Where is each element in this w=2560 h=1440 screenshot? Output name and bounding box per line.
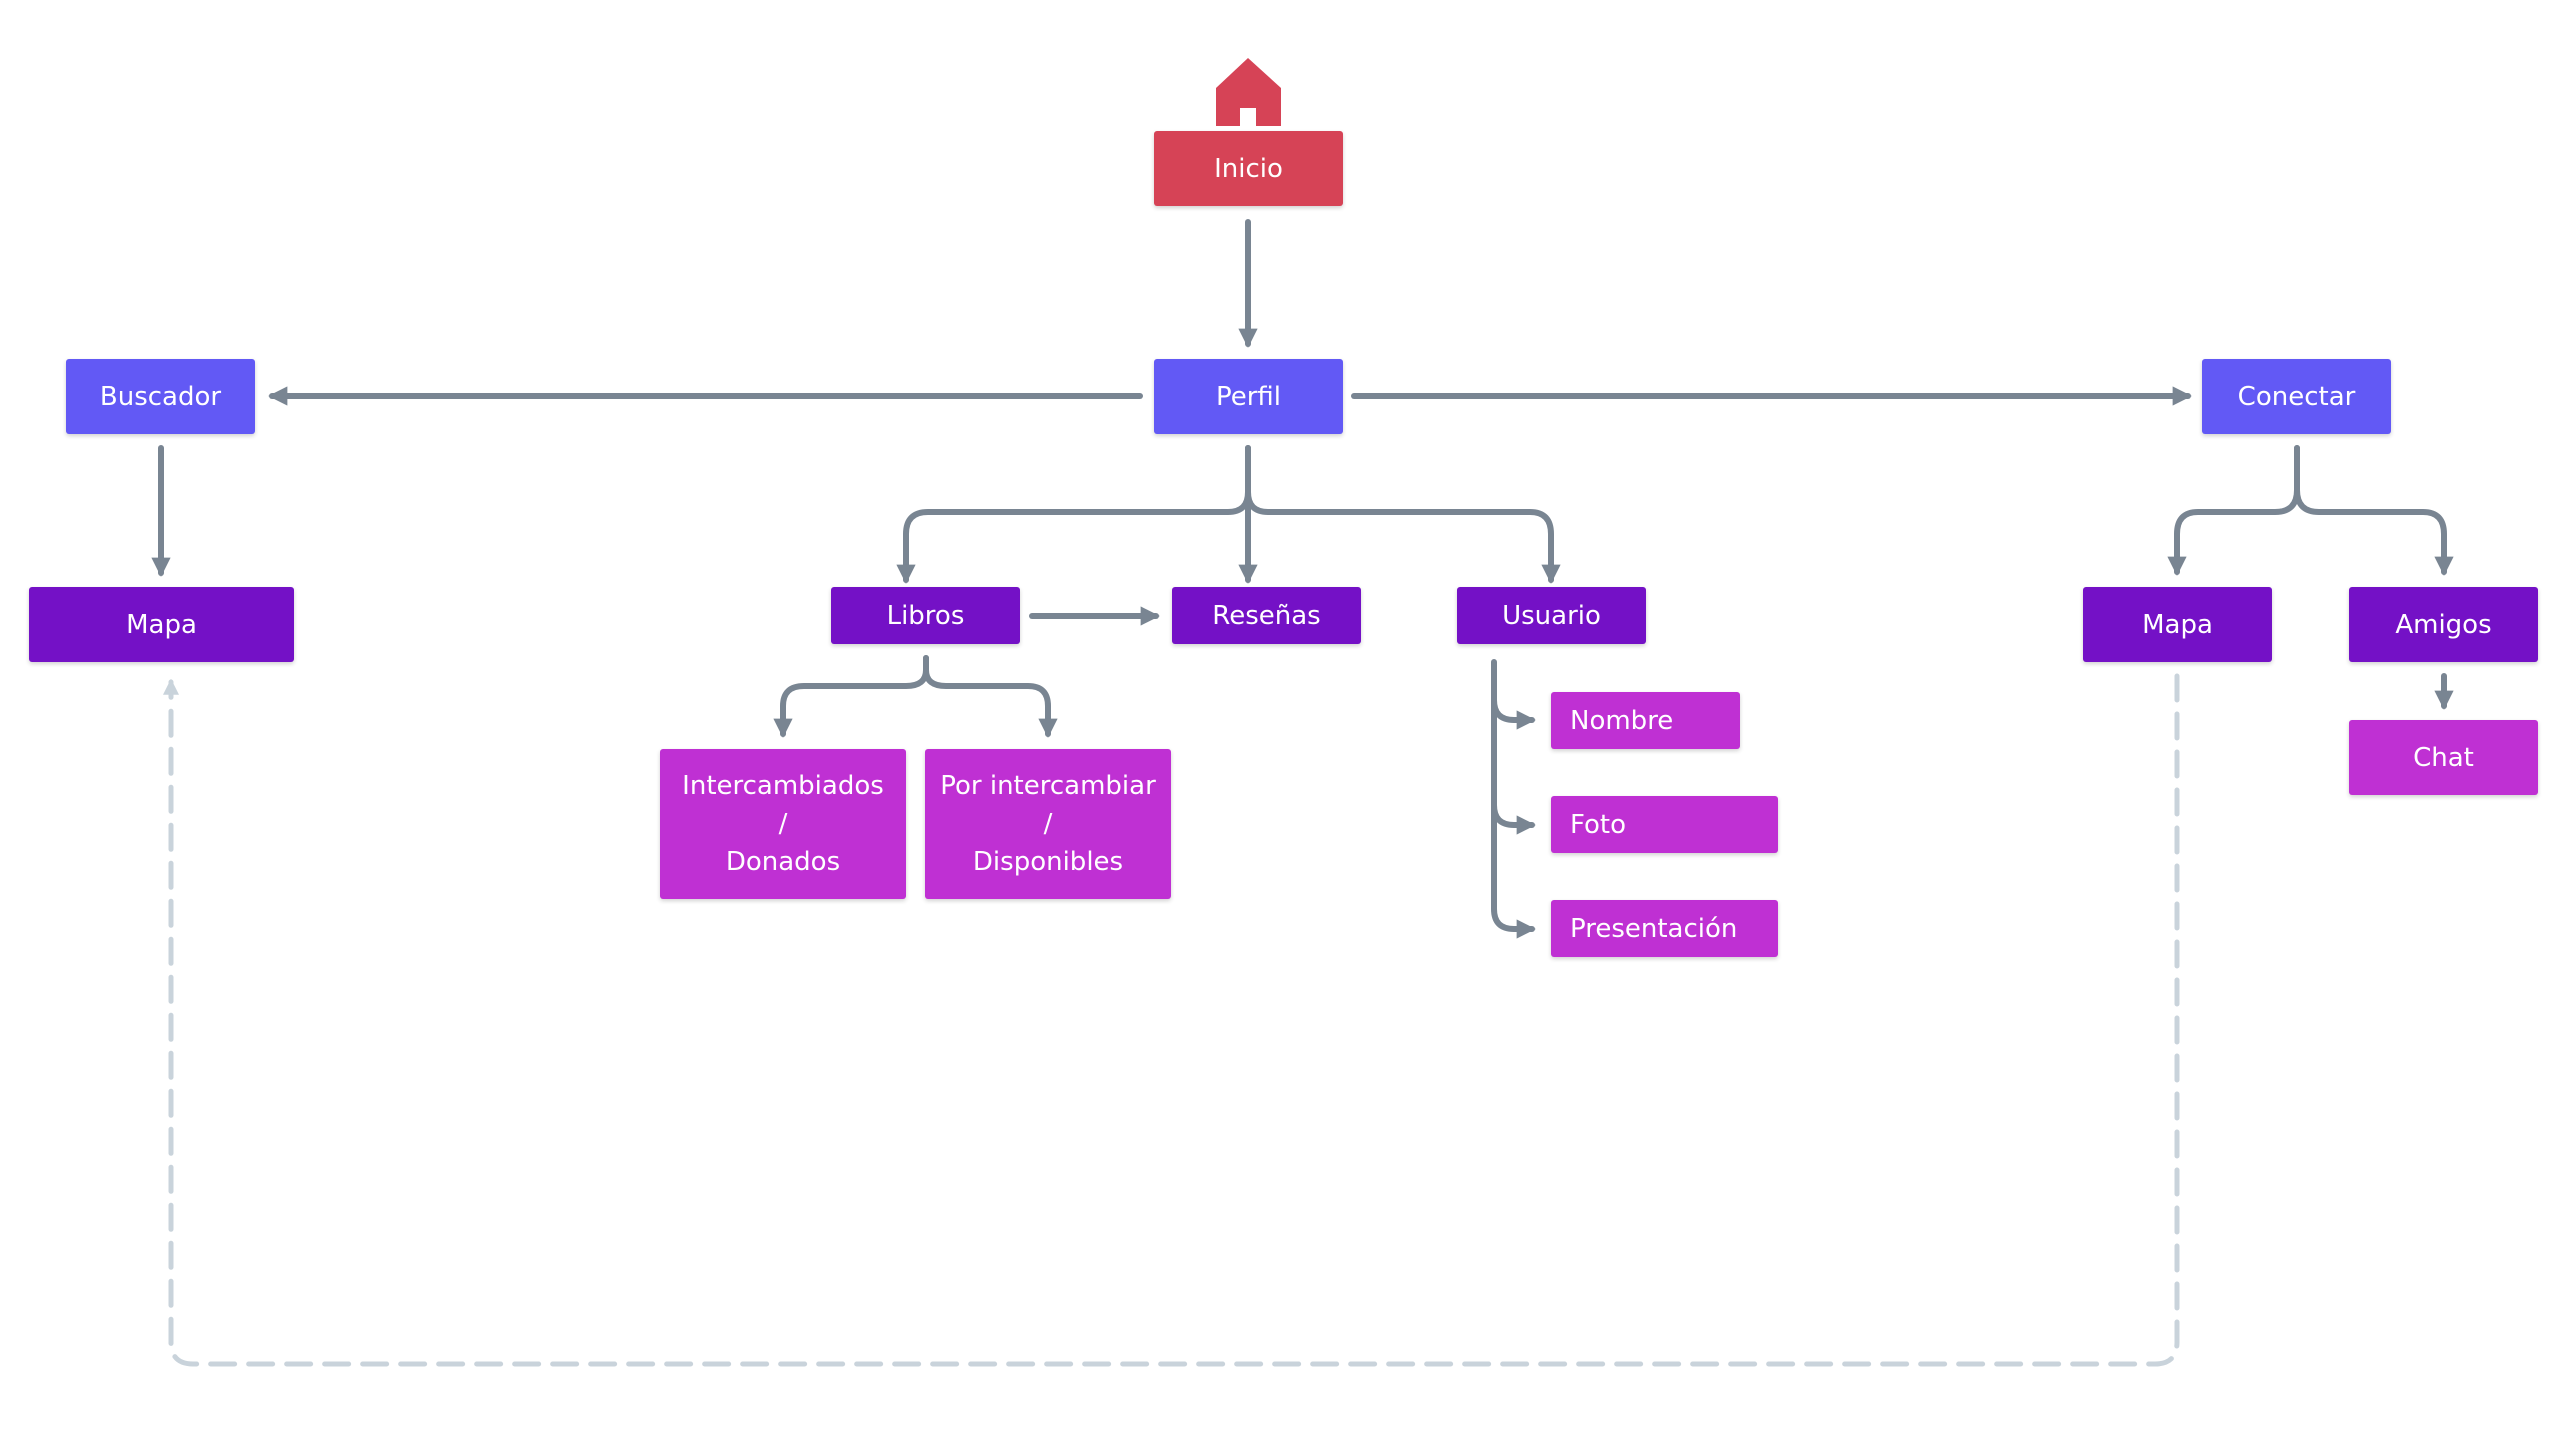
node-resenas[interactable]: Reseñas (1172, 587, 1361, 644)
home-icon (1216, 58, 1281, 126)
node-libros[interactable]: Libros (831, 587, 1020, 644)
connector-mapa-mapa-dashed (162, 673, 2180, 1367)
node-por-intercambiar-line1: Por intercambiar (940, 771, 1156, 801)
connector-perfil-usuario (1245, 445, 1561, 584)
connector-conectar-mapa (2167, 445, 2300, 576)
node-intercambiados-line3: Donados (725, 847, 841, 877)
node-intercambiados-line2: / (778, 809, 788, 839)
connector-libros-por-intercambiar (923, 655, 1058, 738)
node-mapa-right[interactable]: Mapa (2083, 587, 2272, 662)
node-amigos[interactable]: Amigos (2349, 587, 2538, 662)
node-por-intercambiar-line3: Disponibles (972, 847, 1124, 877)
connector-usuario-presentacion (1491, 802, 1536, 939)
node-usuario[interactable]: Usuario (1457, 587, 1646, 644)
node-conectar[interactable]: Conectar (2202, 359, 2391, 434)
node-por-intercambiar[interactable]: Por intercambiar / Disponibles (925, 749, 1171, 899)
node-chat[interactable]: Chat (2349, 720, 2538, 795)
node-presentacion[interactable]: Presentación (1551, 900, 1778, 957)
node-foto[interactable]: Foto (1551, 796, 1778, 853)
node-intercambiados[interactable]: Intercambiados / Donados (660, 749, 906, 899)
node-intercambiados-line1: Intercambiados (682, 771, 884, 801)
node-por-intercambiar-line2: / (1043, 809, 1053, 839)
node-perfil[interactable]: Perfil (1154, 359, 1343, 434)
connector-libros-intercambiados (773, 655, 929, 738)
connector-perfil-libros (896, 445, 1251, 584)
node-nombre[interactable]: Nombre (1551, 692, 1740, 749)
node-inicio[interactable]: Inicio (1154, 131, 1343, 206)
node-mapa-left[interactable]: Mapa (29, 587, 294, 662)
connector-usuario-nombre (1491, 659, 1536, 730)
connector-conectar-amigos (2294, 445, 2454, 576)
node-buscador[interactable]: Buscador (66, 359, 255, 434)
